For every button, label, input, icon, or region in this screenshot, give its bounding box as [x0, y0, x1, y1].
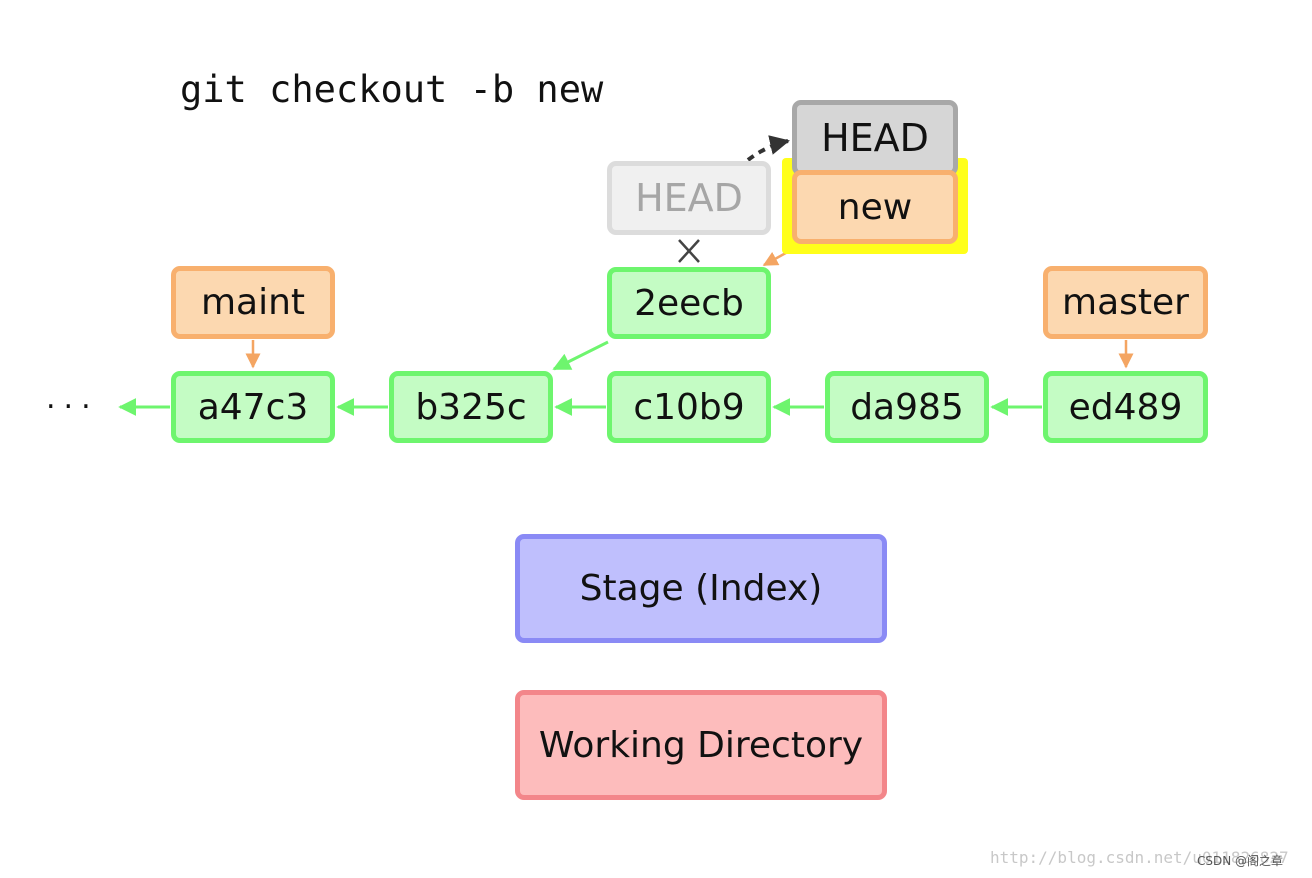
git-command-text: git checkout -b new: [180, 68, 604, 111]
watermark-url: http://blog.csdn.net/u011826827: [990, 848, 1289, 867]
edge-2eecb-b325c: [552, 340, 609, 371]
detached-cross-icon: [678, 239, 700, 263]
branch-label-maint: maint: [171, 266, 335, 339]
commit-node: b325c: [389, 371, 553, 443]
working-directory-area: Working Directory: [515, 690, 887, 800]
commit-node: a47c3: [171, 371, 335, 443]
commit-node: da985: [825, 371, 989, 443]
commit-node: c10b9: [607, 371, 771, 443]
commit-node: ed489: [1043, 371, 1208, 443]
commit-node-new: 2eecb: [607, 267, 771, 339]
head-label-previous: HEAD: [607, 161, 771, 235]
history-ellipsis: ...: [46, 381, 99, 416]
branch-label-new: new: [792, 170, 958, 244]
branch-label-master: master: [1043, 266, 1208, 339]
head-label-current: HEAD: [792, 100, 958, 176]
stage-index-area: Stage (Index): [515, 534, 887, 643]
watermark-brand: CSDN @阁之章: [1197, 854, 1284, 868]
edge-head-move-dashed: [746, 135, 790, 162]
